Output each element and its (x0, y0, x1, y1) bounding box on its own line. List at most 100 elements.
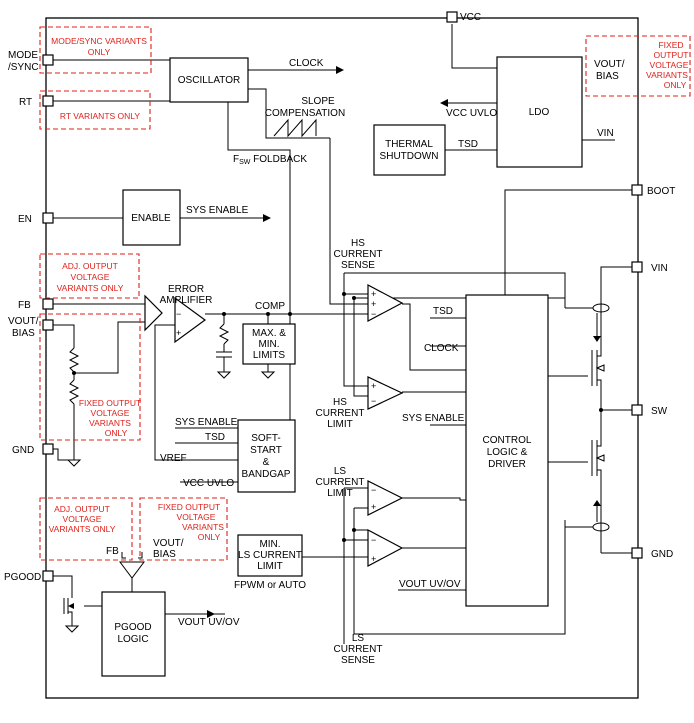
note-fixed-left-4: ONLY (105, 428, 128, 438)
control-label-3: DRIVER (488, 459, 526, 470)
pin-label-gnd-left: GND (12, 445, 34, 456)
note-adj-bottom-1: ADJ. OUTPUT (54, 504, 110, 514)
pin-mode-sync (42, 54, 54, 66)
ss-label-1: SOFT- (251, 433, 280, 444)
pg-vout-label: VOUT/ (153, 538, 184, 549)
pin-vcc (446, 11, 458, 23)
slope-label-1: SLOPE (301, 96, 335, 107)
hs-limit-label-2: CURRENT (316, 408, 365, 419)
ctrl-tsd-label: TSD (433, 306, 453, 317)
hs-sense-label-2: CURRENT (334, 249, 383, 260)
svg-text:+: + (371, 299, 376, 309)
pin-rt (42, 95, 54, 107)
ls-sense-label-1: LS (352, 633, 365, 644)
note-fixed-left-2: VOLTAGE (91, 408, 130, 418)
fsw-foldback-label: FSW FOLDBACK (233, 154, 307, 166)
ls-sense-comparator: − + (367, 529, 404, 567)
comp-label: COMP (255, 301, 285, 312)
svg-text:−: − (176, 309, 181, 319)
svg-text:−: − (371, 535, 376, 545)
note-adj-bottom-2: VOLTAGE (63, 514, 102, 524)
ss-tsd-label: TSD (205, 432, 225, 443)
variant-notes: MODE/SYNC VARIANTS ONLY RT VARIANTS ONLY… (39, 26, 691, 561)
ss-vcc-uvlo-label: VCC UVLO (183, 478, 234, 489)
pin-label-gnd-right: GND (651, 549, 673, 560)
ls-limit-comparator: − + (367, 480, 404, 516)
ldo-label: LDO (529, 107, 550, 118)
pgood-logic-label-1: PGOOD (114, 622, 151, 633)
note-fixed-bottom-2: VOLTAGE (177, 512, 216, 522)
svg-text:−: − (371, 396, 376, 406)
svg-text:+: + (176, 328, 181, 338)
hs-sense-comparator: + + − (367, 284, 404, 322)
maxmin-label-1: MAX. & (252, 328, 286, 339)
pin-label-rt: RT (19, 97, 32, 108)
wiring (53, 24, 632, 644)
pin-gnd-left (42, 443, 54, 455)
vref-label: VREF (160, 453, 187, 464)
ls-limit-label-1: LS (334, 466, 347, 477)
note-fixed-tr-2: OUTPUT (654, 50, 689, 60)
pin-label-vout: VOUT/ (8, 316, 39, 327)
hs-sense-label-3: SENSE (341, 260, 375, 271)
control-label-2: LOGIC & (487, 447, 528, 458)
pin-label-sw: SW (651, 406, 668, 417)
sys-enable-top-label: SYS ENABLE (186, 205, 249, 216)
ldo-bias-label: BIAS (596, 71, 619, 82)
note-fixed-tr-5: ONLY (664, 80, 687, 90)
note-fixed-bottom-4: ONLY (198, 532, 221, 542)
pin-en (42, 212, 54, 224)
control-label-1: CONTROL (483, 435, 532, 446)
note-mode-sync-2: ONLY (88, 47, 111, 57)
pin-label-en: EN (18, 214, 32, 225)
pin-label-pgood: PGOOD (4, 572, 41, 583)
pin-label-sync: /SYNC (8, 62, 39, 73)
note-fixed-left-3: VARIANTS (89, 418, 131, 428)
slope-label-2: COMPENSATION (265, 108, 345, 119)
ldo-vout-label: VOUT/ (594, 59, 625, 70)
ls-limit-label-3: LIMIT (327, 488, 353, 499)
fpwm-label: FPWM or AUTO (234, 580, 306, 591)
note-adj-top-3: VARIANTS ONLY (57, 283, 124, 293)
vcc-uvlo-ldo-label: VCC UVLO (446, 108, 497, 119)
ldo-tsd-label: TSD (458, 139, 478, 150)
note-mode-sync-1: MODE/SYNC VARIANTS (51, 36, 147, 46)
svg-text:+: + (371, 554, 376, 564)
maxmin-label-3: LIMITS (253, 350, 286, 361)
ss-label-2: START (250, 445, 282, 456)
error-amp-label-2: AMPLIFIER (160, 295, 213, 306)
svg-text:+: + (371, 502, 376, 512)
ls-sense-label-3: SENSE (341, 655, 375, 666)
hs-limit-label-1: HS (333, 397, 347, 408)
svg-text:−: − (371, 309, 376, 319)
ldo-vin-label: VIN (597, 128, 614, 139)
pin-label-vin: VIN (651, 263, 668, 274)
thermal-label-1: THERMAL (385, 139, 433, 150)
svg-text:−: − (371, 485, 376, 495)
ctrl-clock-label: CLOCK (424, 343, 459, 354)
enable-label: ENABLE (131, 213, 171, 224)
maxmin-label-2: MIN. (258, 339, 279, 350)
note-fixed-tr-4: VARIANTS (646, 70, 688, 80)
pins (42, 11, 643, 582)
pg-fb-label: FB (106, 546, 119, 557)
error-amp-label-1: ERROR (168, 284, 204, 295)
enable-block: ENABLE (122, 189, 181, 246)
note-fixed-tr-3: VOLTAGE (650, 60, 689, 70)
ss-label-4: BANDGAP (242, 469, 291, 480)
pin-vout-bias (42, 319, 54, 331)
note-adj-bottom-3: VARIANTS ONLY (49, 524, 116, 534)
pin-sw (631, 404, 643, 416)
pin-label-mode: MODE (8, 50, 38, 61)
max-min-limits-block: MAX. & MIN. LIMITS (242, 323, 296, 365)
note-fixed-left-1: FIXED OUTPUT (79, 398, 141, 408)
note-adj-top-2: VOLTAGE (71, 272, 110, 282)
ls-sense-label-2: CURRENT (334, 644, 383, 655)
pin-pgood (42, 570, 54, 582)
pin-fb (42, 298, 54, 310)
hs-limit-label-3: LIMIT (327, 419, 353, 430)
note-fixed-tr-1: FIXED (658, 40, 683, 50)
minls-label-2: LS CURRENT (238, 550, 302, 561)
svg-text:+: + (371, 289, 376, 299)
